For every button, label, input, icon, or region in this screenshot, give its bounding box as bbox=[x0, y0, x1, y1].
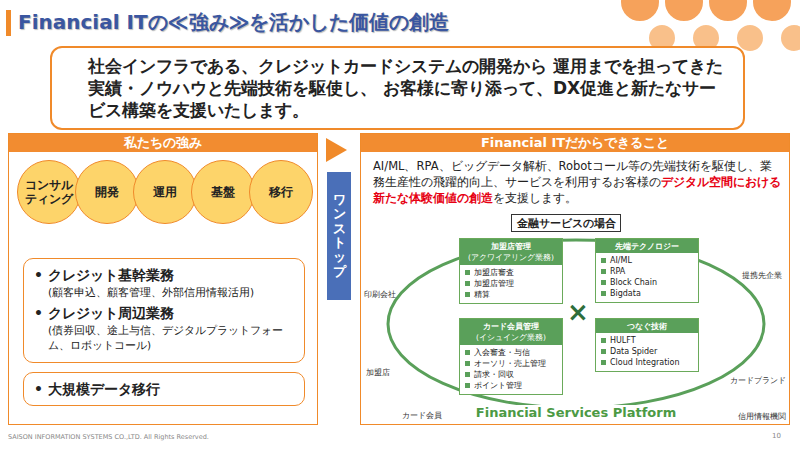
service-box: 先端テクノロジー AI/MLRPABlock ChainBigdata bbox=[595, 238, 699, 303]
node-text: Cloud Integration bbox=[596, 357, 698, 368]
entity-label: 印刷会社 bbox=[364, 290, 400, 300]
node-text: 移行 bbox=[269, 185, 293, 199]
message-box: 社会インフラである、クレジットカードシステムの開発から 運用までを担ってきた実績… bbox=[50, 46, 745, 130]
node-text: 開発 bbox=[95, 185, 119, 199]
entity-label: 提携先企業 bbox=[742, 271, 788, 281]
node-text: Financial Services Platform bbox=[471, 405, 681, 420]
corner-pattern bbox=[620, 0, 800, 52]
node-text: 精算 bbox=[460, 289, 562, 300]
node-text: 加盟店管理 bbox=[460, 278, 562, 289]
node-text: 請求・回収 bbox=[460, 369, 562, 380]
node-text: Bigdata bbox=[596, 288, 698, 299]
phase-circle: 基盤 bbox=[191, 160, 255, 224]
phase-circle: コンサルティング bbox=[17, 160, 81, 224]
node-text: • クレジット周辺業務 bbox=[34, 303, 294, 323]
node-text: コンサルティング bbox=[25, 178, 73, 207]
node-text: (イシュイング業務) bbox=[460, 333, 562, 345]
node-text: (債券回収、途上与信、デジタルプラットフォーム、ロボットコール) bbox=[34, 323, 294, 353]
node-text: 運用 bbox=[153, 185, 177, 199]
title-bar bbox=[6, 10, 11, 36]
phase-circle: 開発 bbox=[75, 160, 139, 224]
node-text: • 大規模データ移行 bbox=[34, 379, 294, 399]
node-text: つなぐ技術 bbox=[596, 319, 698, 333]
node-text: ポイント管理 bbox=[460, 380, 562, 391]
service-box: つなぐ技術 HULFTData SpiderCloud Integration bbox=[595, 318, 699, 372]
entity-label: カードブランド bbox=[730, 376, 790, 386]
node-text: カード会員管理 bbox=[460, 319, 562, 333]
footer-text: SAISON INFORMATION SYSTEMS CO.,LTD. All … bbox=[8, 434, 209, 441]
cross-symbol: × bbox=[567, 298, 589, 327]
node-text: ワンストップ bbox=[333, 193, 346, 279]
node-text: (アクワイアリング業務) bbox=[460, 253, 562, 265]
phase-circle: 移行 bbox=[249, 160, 313, 224]
node-text: 加盟店審査 bbox=[460, 267, 562, 278]
node-text: 先端テクノロジー bbox=[596, 239, 698, 253]
platform-ellipse bbox=[388, 240, 764, 408]
service-box: 加盟店管理(アクワイアリング業務)加盟店審査加盟店管理精算 bbox=[459, 238, 563, 304]
triangle-arrow bbox=[326, 138, 347, 162]
body-paragraph: AI/ML、RPA、ビッグデータ解析、Robotコール等の先端技術を駆使し、業務… bbox=[373, 158, 781, 206]
node-text: • クレジット基幹業務 bbox=[34, 265, 294, 285]
node-text: 基盤 bbox=[211, 185, 235, 199]
node-text: 入会審査・与信 bbox=[460, 347, 562, 358]
page-title: Financial ITの≪強み≫を活かした価値の創造 bbox=[18, 9, 449, 36]
node-text: (顧客申込、顧客管理、外部信用情報活用) bbox=[34, 285, 294, 300]
node-text: Data Spider bbox=[596, 346, 698, 357]
node-text: RPA bbox=[596, 266, 698, 277]
body-text: を支援します。 bbox=[493, 191, 577, 205]
node-text: HULFT bbox=[596, 335, 698, 346]
strength-panel: 私たちの強みコンサルティング 開発 運用 基盤 移行 • クレジット基幹業務(顧客申込、顧… bbox=[8, 133, 318, 425]
footer-text: 10 bbox=[772, 433, 781, 441]
migration-box: • 大規模データ移行 bbox=[23, 372, 305, 406]
node-text: 私たちの強み bbox=[9, 134, 317, 152]
capability-panel: Financial ITだからできること AI/ML、RPA、ビッグデータ解析、R… bbox=[360, 133, 790, 425]
node-text: Financial ITだからできること bbox=[361, 134, 789, 152]
node-text: オーソリ・売上管理 bbox=[460, 358, 562, 369]
platform-area: Financial Services Platform加盟店管理(アクワイアリン… bbox=[373, 234, 779, 422]
service-box: カード会員管理(イシュイング業務) 入会審査・与信オーソリ・売上管理請求・回収ポイ… bbox=[459, 318, 563, 395]
node-text: 金融サービスの場合 bbox=[514, 216, 618, 230]
entity-label: 加盟店 bbox=[366, 368, 402, 378]
node-text: 社会インフラである、クレジットカードシステムの開発から 運用までを担ってきた実績… bbox=[88, 55, 729, 121]
case-label-box: 金融サービスの場合 bbox=[511, 214, 621, 232]
node-text: AI/ML bbox=[596, 255, 698, 266]
platform-ring bbox=[373, 234, 779, 422]
business-box: • クレジット基幹業務(顧客申込、顧客管理、外部信用情報活用) • クレジット周辺… bbox=[23, 258, 305, 363]
entity-label: 信用情報機関 bbox=[738, 412, 790, 422]
phase-circle: 運用 bbox=[133, 160, 197, 224]
entity-label: カード会員 bbox=[402, 411, 452, 421]
onestop-band: ワンストップ bbox=[327, 172, 351, 300]
node-text: 加盟店管理 bbox=[460, 239, 562, 253]
node-text: Block Chain bbox=[596, 277, 698, 288]
